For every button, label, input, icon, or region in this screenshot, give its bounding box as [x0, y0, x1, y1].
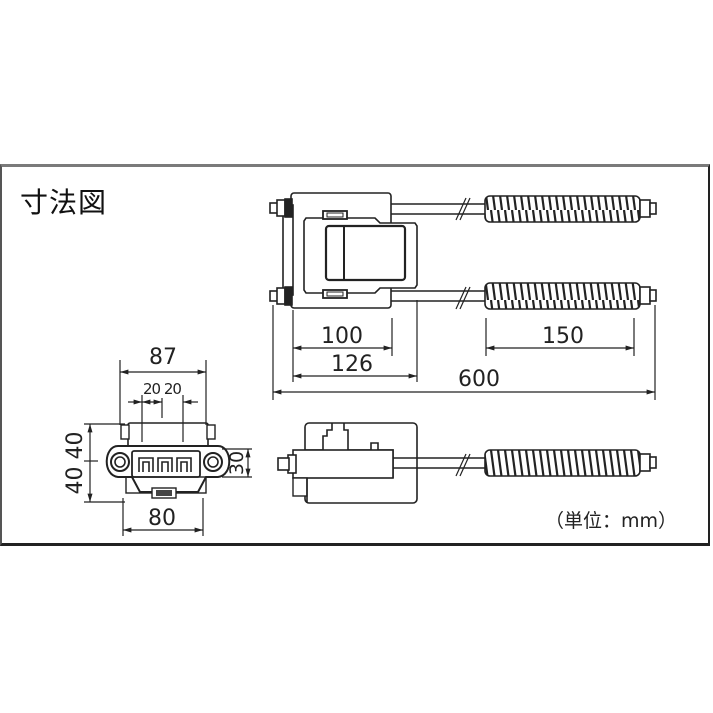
- dim-body-inner: 100: [321, 324, 363, 349]
- dim-pitch: 20 20: [143, 380, 181, 398]
- dim-spring-length: 150: [542, 324, 584, 349]
- spring-bottom: [484, 282, 641, 310]
- window: [324, 224, 407, 282]
- dim-mount-height: 30: [226, 451, 248, 475]
- dim-bottom-width: 80: [148, 506, 176, 531]
- side-view: [277, 422, 657, 504]
- dim-top-width: 87: [149, 345, 177, 370]
- front-view: [105, 422, 231, 499]
- front-view-dimensions: [84, 360, 252, 536]
- dim-overall-length: 600: [458, 367, 500, 392]
- spring-top: [484, 195, 641, 223]
- drawing-frame: [0, 164, 710, 546]
- dim-height: 40 40: [63, 432, 88, 495]
- top-view: [269, 192, 657, 310]
- dim-body-outer: 126: [331, 352, 373, 377]
- unit-note: （単位：mm）: [545, 510, 678, 532]
- spring-side: [484, 449, 641, 477]
- figure-title: 寸法図: [20, 186, 108, 219]
- top-view-dimensions: [272, 300, 656, 400]
